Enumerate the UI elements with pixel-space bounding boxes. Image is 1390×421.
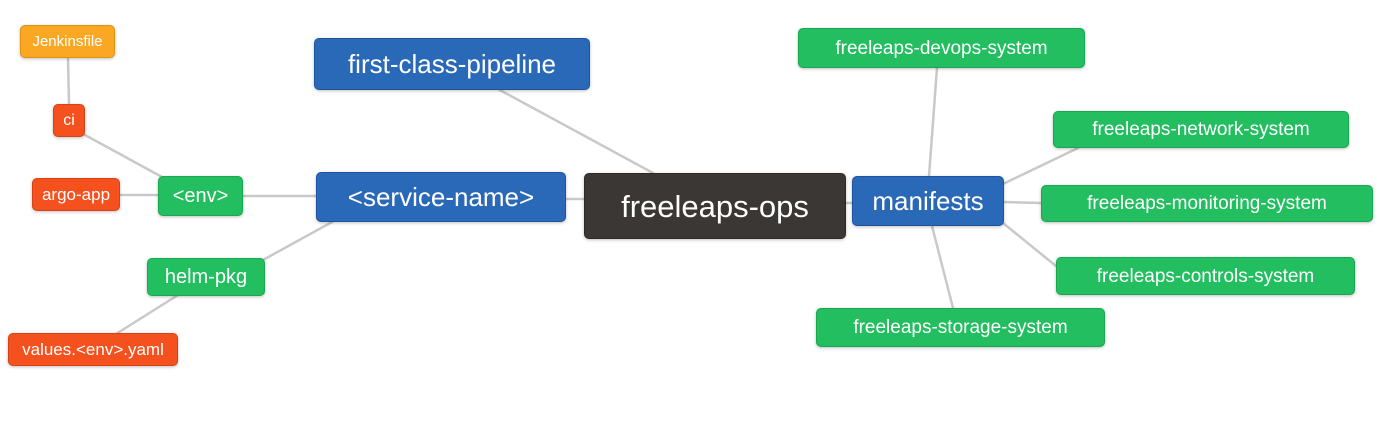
node-helm-pkg[interactable]: helm-pkg	[147, 258, 265, 296]
node-freeleaps-monitoring-system[interactable]: freeleaps-monitoring-system	[1041, 185, 1373, 222]
node-ci[interactable]: ci	[53, 104, 85, 137]
node-service-name[interactable]: <service-name>	[316, 172, 566, 222]
edge-manifests--freeleaps-controls-system	[1001, 221, 1058, 268]
node-freeleaps-storage-system[interactable]: freeleaps-storage-system	[816, 308, 1105, 347]
node-env[interactable]: <env>	[158, 176, 243, 216]
edge-service-name--helm-pkg	[261, 220, 334, 262]
edge-manifests--freeleaps-devops-system	[927, 66, 939, 178]
node-freeleaps-network-system[interactable]: freeleaps-network-system	[1053, 111, 1349, 148]
node-freeleaps-controls-system[interactable]: freeleaps-controls-system	[1056, 257, 1355, 295]
edge-ci--env	[83, 133, 164, 179]
edge-helm-pkg--values-env-yaml	[114, 293, 180, 336]
edge-manifests--freeleaps-storage-system	[930, 224, 955, 310]
node-argo-app[interactable]: argo-app	[32, 178, 120, 211]
edge-jenkinsfile--ci	[66, 56, 71, 106]
node-jenkinsfile[interactable]: Jenkinsfile	[20, 25, 115, 58]
edge-manifests--freeleaps-monitoring-system	[1002, 200, 1043, 205]
node-first-class-pipeline[interactable]: first-class-pipeline	[314, 38, 590, 90]
node-freeleaps-devops-system[interactable]: freeleaps-devops-system	[798, 28, 1085, 68]
node-freeleaps-ops[interactable]: freeleaps-ops	[584, 173, 846, 239]
node-values-env-yaml[interactable]: values.<env>.yaml	[8, 333, 178, 366]
edge-first-class-pipeline--freeleaps-ops	[496, 87, 655, 175]
node-manifests[interactable]: manifests	[852, 176, 1004, 226]
edge-manifests--freeleaps-network-system	[1001, 146, 1080, 186]
